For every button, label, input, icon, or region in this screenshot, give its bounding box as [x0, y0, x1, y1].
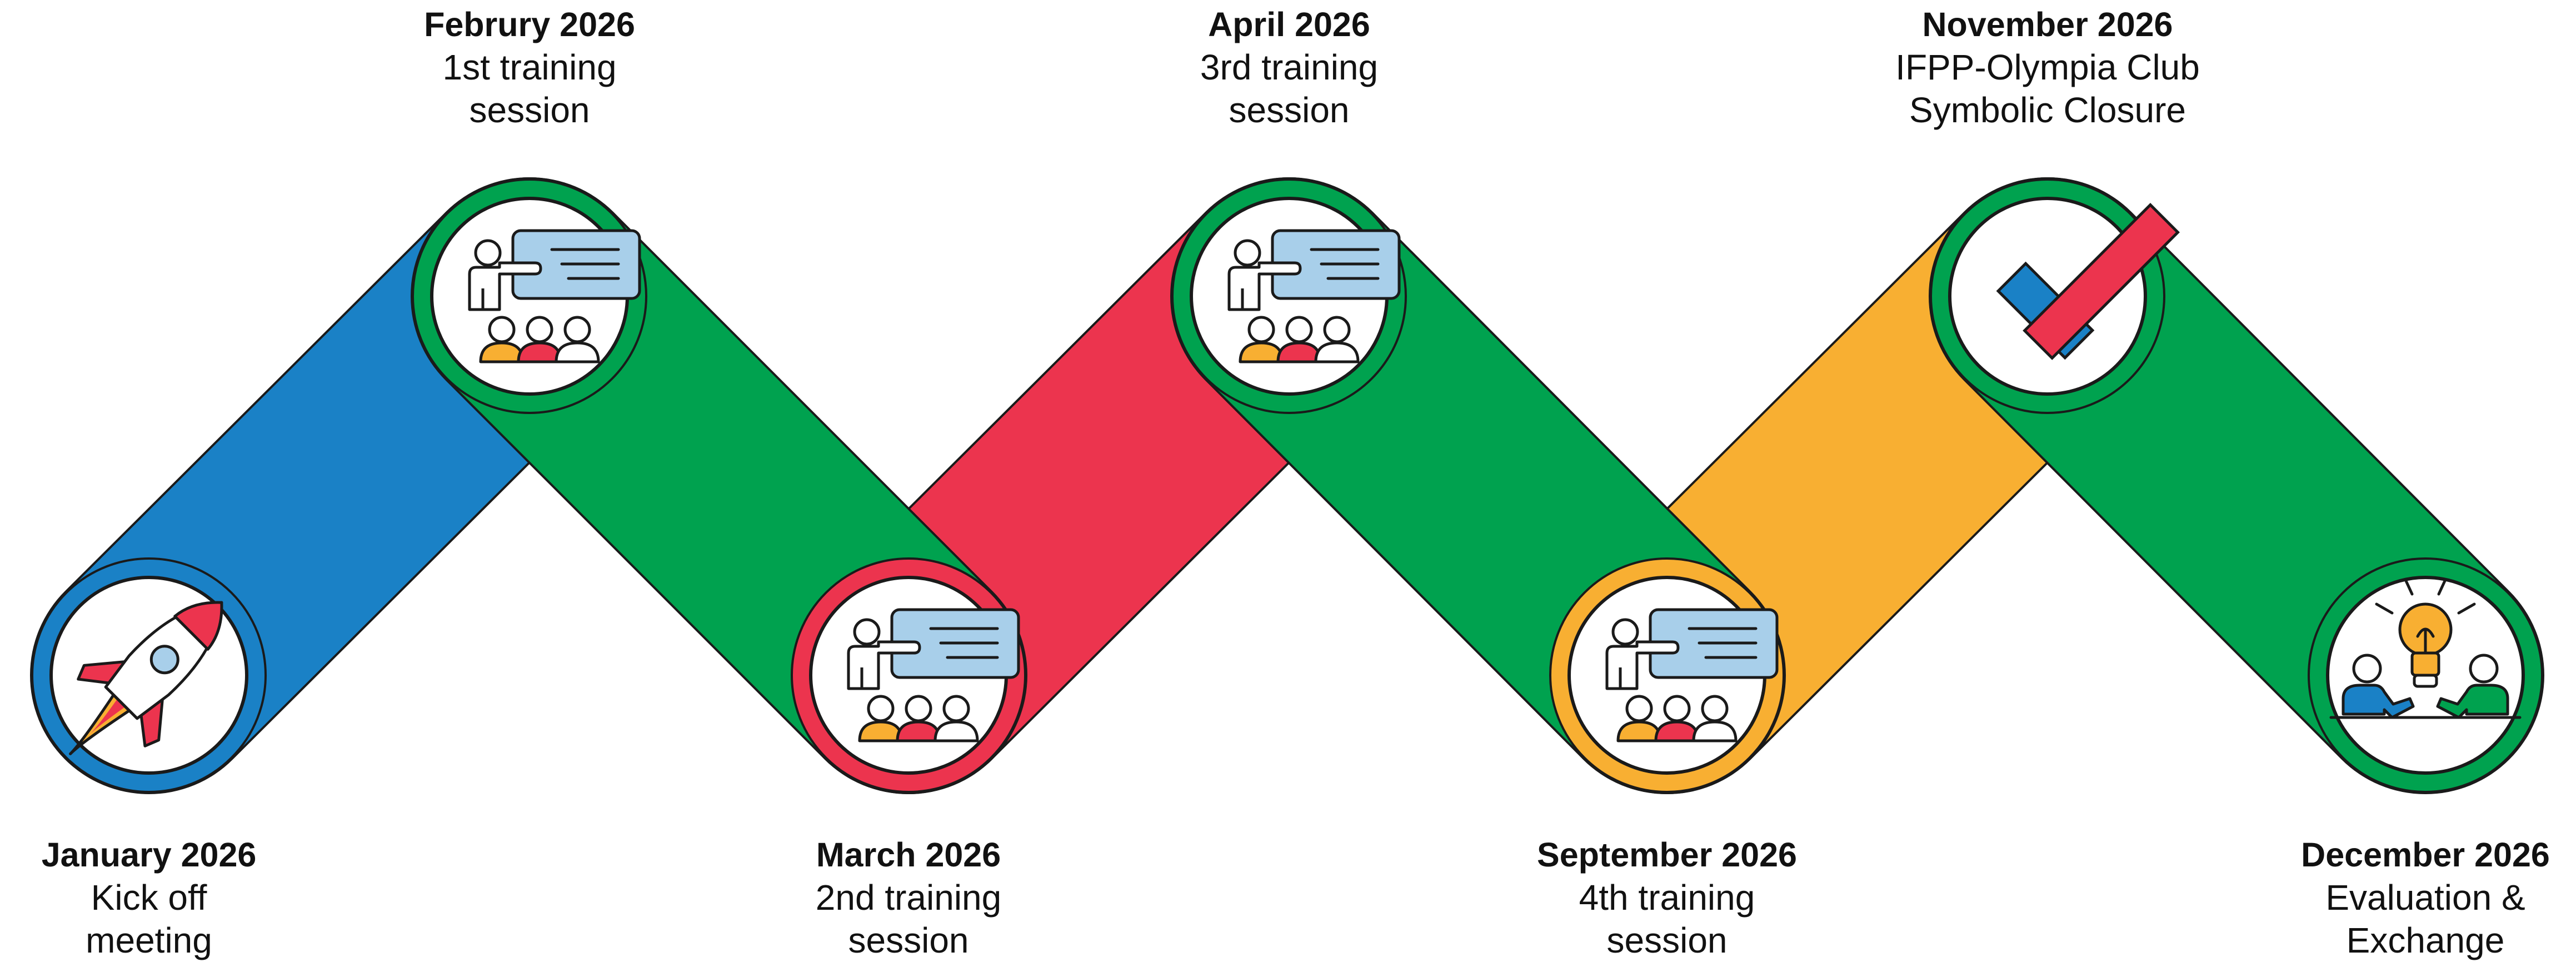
milestone-description: Kick off — [91, 878, 207, 918]
milestone-node-5 — [1549, 557, 1785, 793]
milestone-description: session — [469, 90, 590, 130]
milestone-date: March 2026 — [816, 836, 1001, 874]
milestone-date: Februry 2026 — [424, 6, 635, 43]
timeline-nodes — [31, 178, 2543, 793]
milestone-description: 3rd training — [1200, 47, 1379, 87]
milestone-node-7 — [2308, 557, 2543, 793]
milestone-description: 2nd training — [815, 878, 1002, 918]
milestone-date: April 2026 — [1208, 6, 1370, 43]
milestone-date: September 2026 — [1537, 836, 1797, 874]
milestone-date: November 2026 — [1922, 6, 2173, 43]
milestone-description: session — [1606, 920, 1728, 960]
milestone-node-6 — [1930, 178, 2178, 414]
milestone-node-4 — [1171, 178, 1407, 414]
milestone-node-3 — [791, 557, 1026, 793]
milestone-node-1 — [31, 557, 267, 793]
milestone-description: IFPP-Olympia Club — [1895, 47, 2200, 87]
milestone-date: December 2026 — [2301, 836, 2550, 874]
milestone-description: meeting — [86, 920, 212, 960]
milestone-node-2 — [412, 178, 647, 414]
milestone-description: 1st training — [442, 47, 617, 87]
milestone-description: session — [1229, 90, 1350, 130]
milestone-date: January 2026 — [41, 836, 257, 874]
milestone-description: session — [848, 920, 969, 960]
milestone-description: Evaluation & — [2325, 878, 2525, 918]
milestone-description: Exchange — [2346, 920, 2505, 960]
milestone-description: 4th training — [1579, 878, 1755, 918]
milestone-description: Symbolic Closure — [1909, 90, 2186, 130]
